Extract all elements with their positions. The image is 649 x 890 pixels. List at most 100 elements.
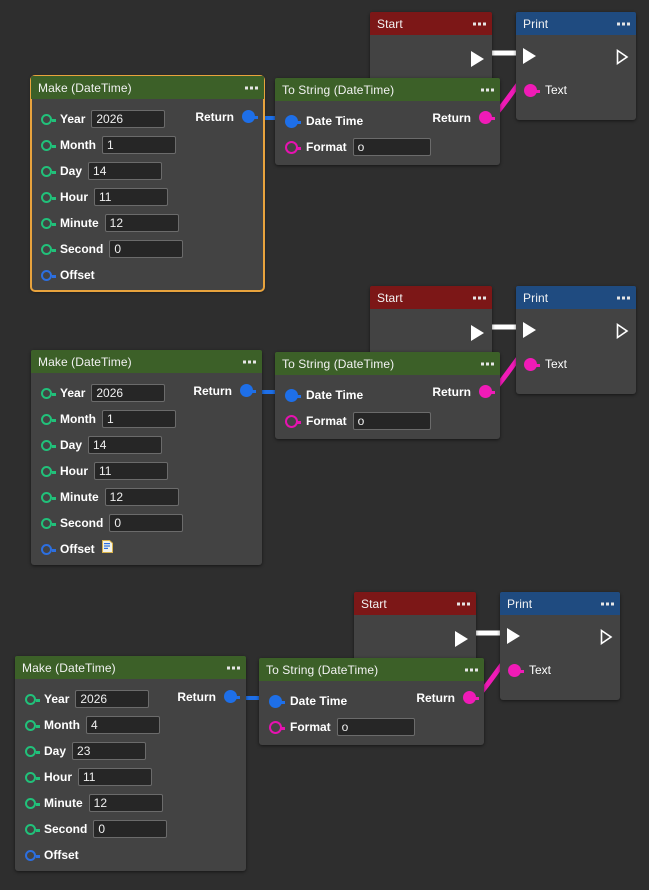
hour-field[interactable]: 11 — [78, 768, 152, 786]
format-field[interactable]: o — [352, 412, 431, 430]
month-field[interactable]: 4 — [85, 716, 160, 734]
input-row-month[interactable]: Month 1 — [31, 132, 264, 158]
minute-input-pin[interactable] — [41, 491, 56, 503]
input-row-minute[interactable]: Minute 12 — [31, 210, 264, 236]
hour-field[interactable]: 11 — [94, 188, 168, 206]
tostring-datetime-node[interactable]: To String (DateTime) Return Date Time Fo… — [275, 352, 500, 439]
print-text-row[interactable]: Text — [516, 351, 636, 377]
node-header[interactable]: Print — [516, 286, 636, 309]
offset-input-pin[interactable] — [25, 849, 40, 861]
input-row-day[interactable]: Day 23 — [15, 738, 246, 764]
format-field[interactable]: o — [352, 138, 431, 156]
node-menu-icon[interactable] — [245, 86, 258, 89]
format-input-pin[interactable] — [285, 414, 301, 428]
node-menu-icon[interactable] — [473, 296, 486, 299]
input-row-format[interactable]: Format o — [275, 408, 500, 434]
second-input-pin[interactable] — [41, 243, 56, 255]
document-icon[interactable] — [101, 540, 113, 558]
node-header[interactable]: To String (DateTime) — [275, 352, 500, 375]
input-row-offset[interactable]: Offset — [31, 262, 264, 288]
node-menu-icon[interactable] — [457, 602, 470, 605]
day-field[interactable]: 23 — [72, 742, 147, 760]
print-text-row[interactable]: Text — [516, 77, 636, 103]
tostring-datetime-node[interactable]: To String (DateTime) Return Date Time Fo… — [259, 658, 484, 745]
node-menu-icon[interactable] — [617, 296, 630, 299]
day-field[interactable]: 14 — [88, 162, 163, 180]
day-input-pin[interactable] — [41, 439, 56, 451]
format-field[interactable]: o — [336, 718, 415, 736]
month-field[interactable]: 1 — [101, 410, 176, 428]
minute-field[interactable]: 12 — [104, 488, 179, 506]
datetime-input-pin[interactable] — [285, 114, 301, 128]
datetime-input-pin[interactable] — [269, 694, 285, 708]
print-node[interactable]: Print Text — [516, 12, 636, 120]
text-input-pin[interactable] — [508, 663, 524, 677]
second-field[interactable]: 0 — [93, 820, 168, 838]
exec-in-icon[interactable] — [523, 322, 536, 338]
minute-input-pin[interactable] — [41, 217, 56, 229]
hour-field[interactable]: 11 — [94, 462, 168, 480]
hour-input-pin[interactable] — [41, 191, 56, 203]
year-field[interactable]: 2026 — [75, 690, 150, 708]
hour-input-pin[interactable] — [25, 771, 40, 783]
node-menu-icon[interactable] — [601, 602, 614, 605]
input-row-datetime[interactable]: Date Time — [275, 108, 500, 134]
second-input-pin[interactable] — [41, 517, 56, 529]
offset-input-pin[interactable] — [41, 543, 56, 555]
return-output[interactable]: Return — [193, 384, 256, 397]
year-field[interactable]: 2026 — [91, 110, 166, 128]
print-text-row[interactable]: Text — [500, 657, 620, 683]
node-header[interactable]: To String (DateTime) — [275, 78, 500, 101]
make-datetime-node[interactable]: Make (DateTime) Return Year 2026 Month 1… — [31, 350, 262, 565]
print-node[interactable]: Print Text — [500, 592, 620, 700]
offset-input-pin[interactable] — [41, 269, 56, 281]
input-row-hour[interactable]: Hour 11 — [31, 458, 262, 484]
input-row-format[interactable]: Format o — [259, 714, 484, 740]
node-header[interactable]: Print — [500, 592, 620, 615]
second-field[interactable]: 0 — [109, 240, 184, 258]
exec-out-icon[interactable] — [471, 324, 484, 341]
start-node[interactable]: Start — [370, 286, 492, 356]
node-header[interactable]: Start — [370, 286, 492, 309]
hour-input-pin[interactable] — [41, 465, 56, 477]
month-input-pin[interactable] — [25, 719, 40, 731]
exec-in-icon[interactable] — [523, 48, 536, 64]
return-output[interactable]: Return — [177, 690, 240, 703]
input-row-hour[interactable]: Hour 11 — [31, 184, 264, 210]
day-field[interactable]: 14 — [88, 436, 163, 454]
node-menu-icon[interactable] — [481, 362, 494, 365]
input-row-datetime[interactable]: Date Time — [259, 688, 484, 714]
exec-out-icon[interactable] — [600, 628, 613, 645]
input-row-month[interactable]: Month 4 — [15, 712, 246, 738]
input-row-year[interactable]: Year 2026 — [15, 686, 246, 712]
input-row-second[interactable]: Second 0 — [31, 510, 262, 536]
month-field[interactable]: 1 — [101, 136, 176, 154]
year-input-pin[interactable] — [25, 693, 40, 705]
tostring-datetime-node[interactable]: To String (DateTime) Return Date Time Fo… — [275, 78, 500, 165]
node-header[interactable]: Print — [516, 12, 636, 35]
month-input-pin[interactable] — [41, 413, 56, 425]
node-header[interactable]: Make (DateTime) — [31, 350, 262, 373]
make-datetime-node[interactable]: Make (DateTime) Return Year 2026 Month 4… — [15, 656, 246, 871]
input-row-minute[interactable]: Minute 12 — [15, 790, 246, 816]
month-input-pin[interactable] — [41, 139, 56, 151]
input-row-year[interactable]: Year 2026 — [31, 380, 262, 406]
return-output-pin[interactable] — [240, 384, 256, 397]
input-row-day[interactable]: Day 14 — [31, 432, 262, 458]
start-node[interactable]: Start — [370, 12, 492, 82]
exec-out-icon[interactable] — [616, 48, 629, 65]
node-menu-icon[interactable] — [481, 88, 494, 91]
format-input-pin[interactable] — [285, 140, 301, 154]
node-header[interactable]: Make (DateTime) — [15, 656, 246, 679]
node-header[interactable]: Start — [370, 12, 492, 35]
node-menu-icon[interactable] — [473, 22, 486, 25]
minute-field[interactable]: 12 — [88, 794, 163, 812]
input-row-offset[interactable]: Offset — [15, 842, 246, 868]
input-row-year[interactable]: Year 2026 — [31, 106, 264, 132]
day-input-pin[interactable] — [25, 745, 40, 757]
datetime-input-pin[interactable] — [285, 388, 301, 402]
format-input-pin[interactable] — [269, 720, 285, 734]
return-output-pin[interactable] — [224, 690, 240, 703]
exec-out-icon[interactable] — [455, 630, 468, 647]
day-input-pin[interactable] — [41, 165, 56, 177]
